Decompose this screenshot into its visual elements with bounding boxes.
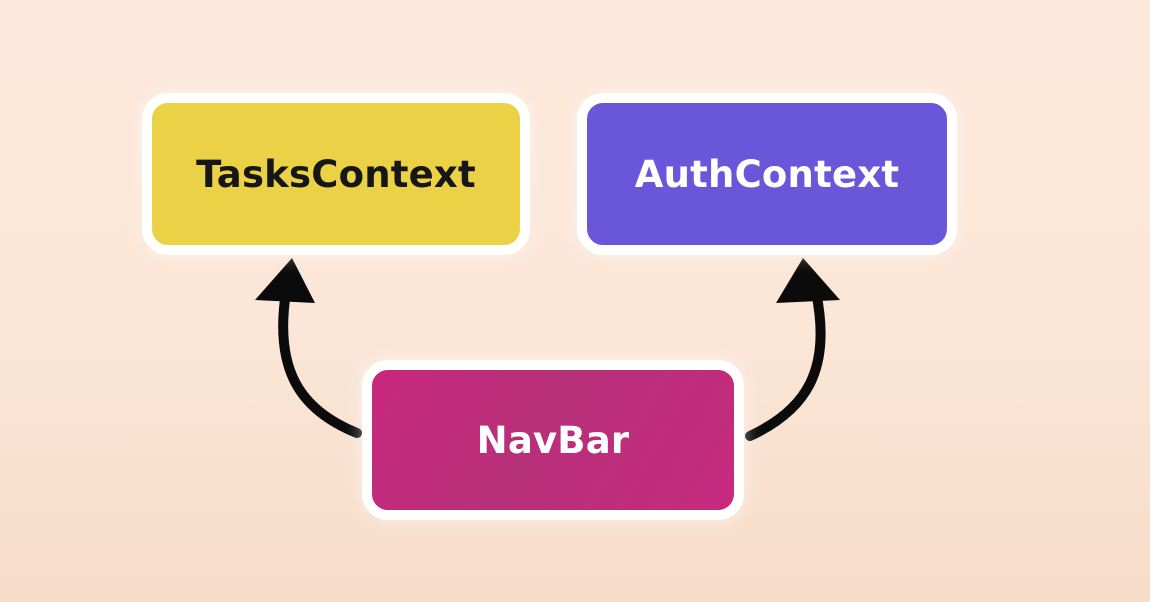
arrowhead-auth [776,258,840,303]
auth-context-label: AuthContext [634,152,900,196]
navbar-label: NavBar [476,418,630,462]
tasks-context-label: TasksContext [196,152,476,196]
arrowhead-tasks [255,258,315,303]
arrow-navbar-to-auth [745,287,826,441]
arrow-navbar-to-tasks [278,287,362,438]
navbar-node: NavBar [362,360,744,520]
auth-context-node: AuthContext [577,93,957,255]
tasks-context-node: TasksContext [142,93,530,255]
